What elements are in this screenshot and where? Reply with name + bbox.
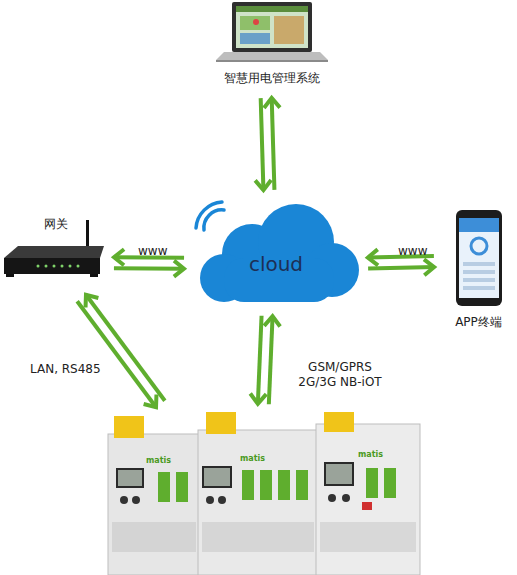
edge-label: www [138, 244, 167, 259]
cloud-node: cloud [190, 196, 362, 308]
brand-label: matis [240, 454, 265, 463]
cloud-label: cloud [190, 252, 362, 276]
edge-label: GSM/GPRS 2G/3G NB-iOT [290, 360, 390, 390]
edge-label: www [398, 244, 427, 259]
breaker-node: matis matis matis [102, 412, 424, 575]
double-arrow [77, 295, 165, 408]
gateway-label: 网关 [44, 216, 68, 233]
system-node: 智慧用电管理系统 [212, 0, 332, 92]
double-arrow [250, 316, 280, 404]
app-node: APP终端 [440, 206, 517, 332]
brand-label: matis [146, 456, 171, 465]
system-label: 智慧用电管理系统 [212, 70, 332, 87]
brand-label: matis [358, 450, 383, 459]
gateway-node: 网关 [0, 218, 108, 290]
edge-label: LAN, RS485 [30, 362, 101, 377]
phone-illustration [440, 206, 517, 332]
breaker-illustration [102, 412, 424, 575]
app-label: APP终端 [440, 314, 517, 331]
double-arrow [255, 98, 280, 190]
